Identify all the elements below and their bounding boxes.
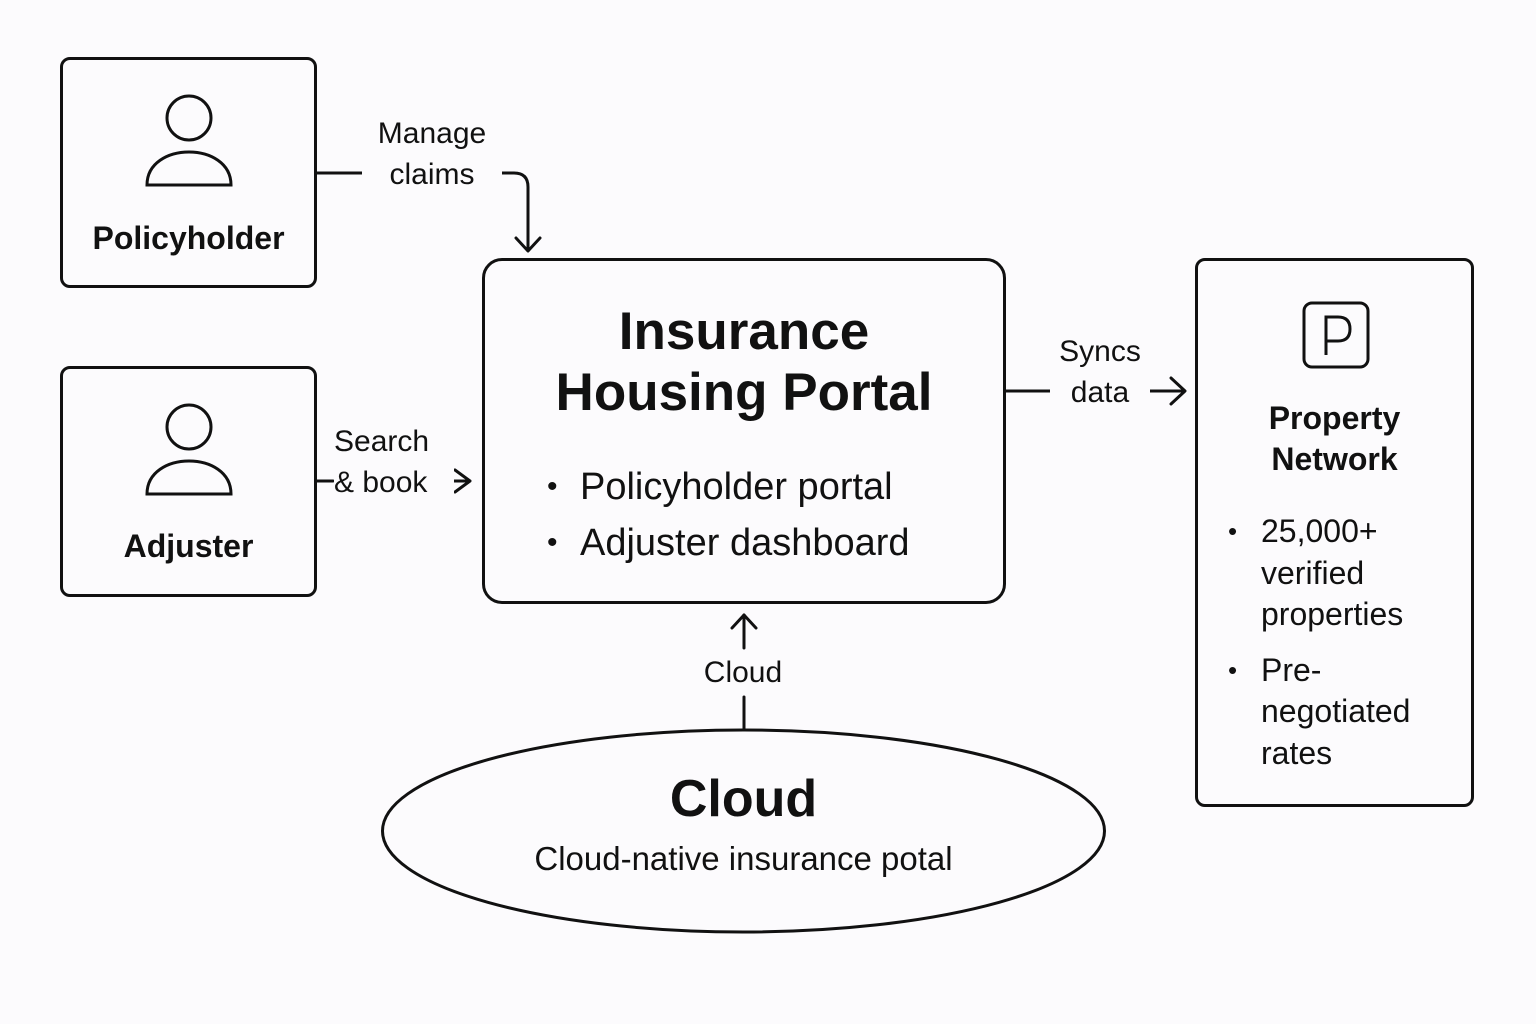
adjuster-node: Adjuster <box>60 366 317 597</box>
portal-title: Insurance Housing Portal <box>555 302 933 422</box>
insurance-housing-portal-node: Insurance Housing Portal • Policyholder p… <box>482 258 1006 604</box>
edge-label-manage-claims: Manage claims <box>362 113 502 195</box>
property-network-node: Property Network • 25,000+ verified prope… <box>1195 258 1474 807</box>
edge-manage-claims-arrowhead <box>514 236 542 253</box>
network-item-rates: Pre- negotiated rates <box>1261 651 1411 771</box>
edge-label-syncs-data: Syncs data <box>1050 331 1150 413</box>
person-icon <box>144 94 233 187</box>
policyholder-label: Policyholder <box>92 220 285 256</box>
network-feature-list: • 25,000+ verified properties • Pre- negot… <box>1228 511 1481 788</box>
bullet-icon: • <box>547 470 558 503</box>
list-item: • Adjuster dashboard <box>547 515 910 571</box>
cloud-node <box>381 728 1106 934</box>
bullet-icon: • <box>547 526 558 559</box>
cloud-title: Cloud <box>669 770 818 828</box>
bullet-icon: • <box>1228 654 1238 685</box>
adjuster-label: Adjuster <box>123 528 254 564</box>
list-item: • 25,000+ verified properties <box>1228 511 1481 636</box>
network-title: Property Network <box>1268 400 1401 477</box>
cloud-subtitle: Cloud-native insurance potal <box>534 840 953 877</box>
parking-p-icon <box>1302 301 1370 369</box>
edge-label-cloud: Cloud <box>690 652 796 693</box>
bullet-icon: • <box>1228 516 1238 546</box>
person-icon <box>144 403 233 496</box>
list-item: • Pre- negotiated rates <box>1228 650 1481 775</box>
list-item: • Policyholder portal <box>547 459 910 515</box>
portal-feature-adjuster: Adjuster dashboard <box>580 522 910 564</box>
edge-syncs-data-arrowhead <box>1169 376 1187 406</box>
portal-feature-list: • Policyholder portal • Adjuster dashboard <box>547 459 910 571</box>
portal-feature-policyholder: Policyholder portal <box>580 466 893 508</box>
policyholder-node: Policyholder <box>60 57 317 288</box>
edge-cloud-arrowhead <box>730 613 758 630</box>
network-item-properties: 25,000+ verified properties <box>1261 513 1404 632</box>
edge-label-search-book: Search & book <box>334 421 454 503</box>
